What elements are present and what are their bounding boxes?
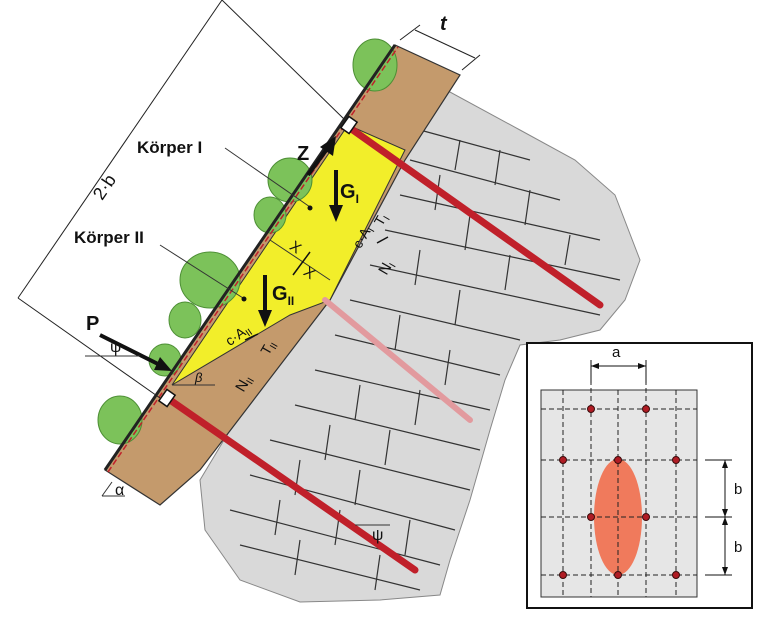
label-beta: β: [194, 370, 203, 385]
leader-body-1: [224, 147, 311, 208]
anchor-bottom: [166, 396, 419, 574]
label-b-lower: b: [734, 539, 742, 556]
force-arrows: [99, 136, 389, 371]
label-psi-top: ψ: [110, 339, 121, 356]
label-b-upper: b: [734, 481, 742, 498]
label-a: a: [612, 344, 621, 361]
wedge-divider: [269, 239, 331, 281]
anchor-head-bottom: [157, 388, 177, 408]
body-1-point: [307, 205, 313, 211]
label-alpha: α: [115, 482, 124, 499]
label-t: t: [440, 13, 448, 35]
label-psi-bottom: ψ: [372, 527, 383, 544]
alpha-angle-mark: [101, 481, 113, 497]
facing: [103, 44, 397, 471]
sliding-wedge: [171, 124, 406, 386]
label-g1: GI: [340, 181, 359, 206]
anchor-points: [559, 405, 680, 579]
label-n1: NI: [375, 258, 398, 279]
dimension-t: [399, 24, 481, 71]
anchor-head-top: [339, 115, 359, 135]
label-body-2: Körper II: [74, 228, 144, 247]
body-2-point: [241, 296, 247, 302]
leader-body-2: [159, 244, 244, 299]
label-2b: 2·b: [89, 171, 120, 204]
label-p: P: [86, 313, 99, 335]
dimension-2b: [17, 0, 346, 399]
label-g2: GII: [272, 283, 294, 308]
label-z: Z: [297, 143, 309, 165]
anchor-middle-faded: [322, 297, 473, 423]
label-body-1: Körper I: [137, 138, 202, 157]
label-n2: NII: [232, 372, 257, 396]
anchor-top: [346, 124, 604, 309]
anchor-grid-inset: a b b: [526, 342, 753, 609]
